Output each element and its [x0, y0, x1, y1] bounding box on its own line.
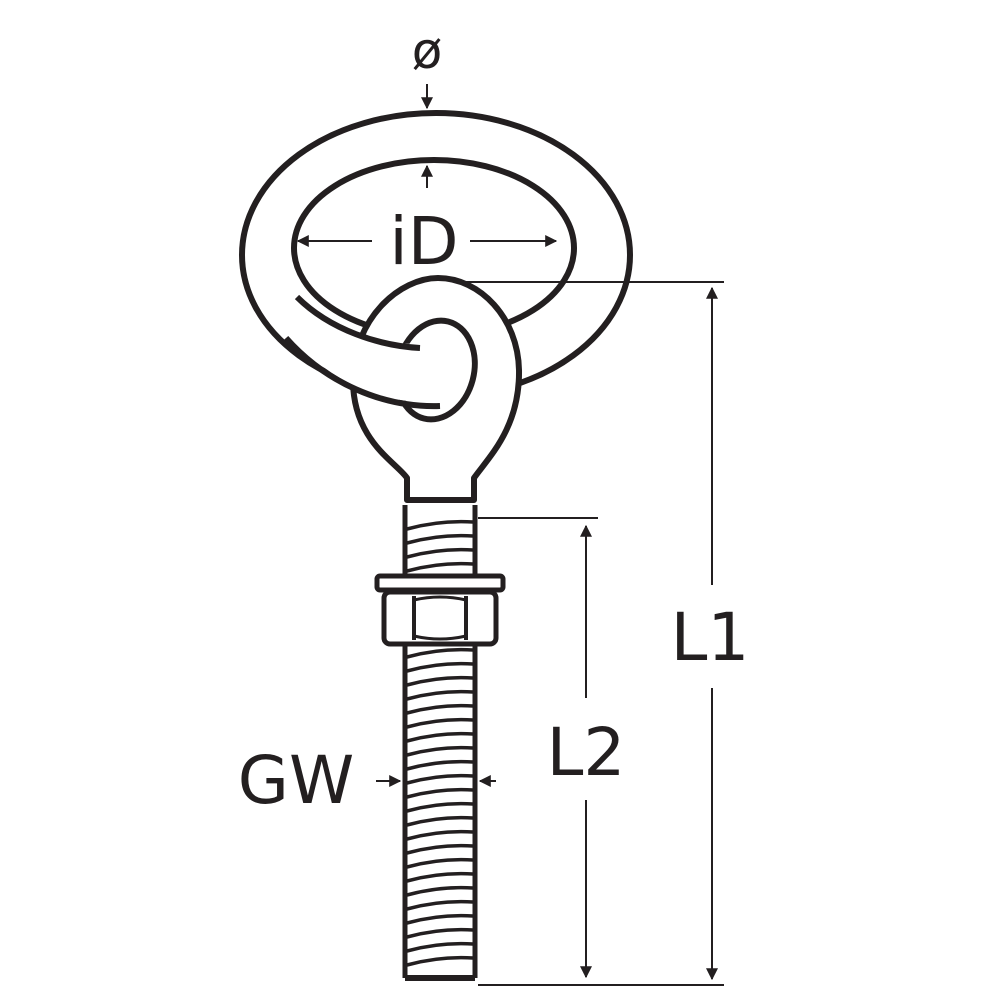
thread-line	[406, 533, 474, 545]
thread-line	[406, 689, 474, 701]
thread-line	[406, 745, 474, 757]
l1-label: L1	[671, 599, 750, 676]
thread-line	[406, 843, 474, 855]
thread-line	[406, 519, 474, 531]
thread-line	[406, 941, 474, 953]
thread-line	[406, 717, 474, 729]
gw-label: GW	[238, 742, 354, 819]
thread-line	[406, 759, 474, 771]
l2-dimension: L2	[478, 517, 626, 979]
l2-label: L2	[547, 714, 626, 791]
thread-line	[406, 787, 474, 799]
thread-line	[406, 647, 474, 659]
washer	[374, 573, 506, 593]
thread-line	[406, 675, 474, 687]
thread-line	[406, 547, 474, 559]
thread-line	[406, 955, 474, 967]
thread-line	[406, 801, 474, 813]
inner-diameter-label: iD	[389, 203, 458, 280]
thread-line	[406, 829, 474, 841]
thread-line	[406, 899, 474, 911]
thread-line	[406, 703, 474, 715]
thread-line	[406, 927, 474, 939]
inner-diameter-dimension: iD	[296, 203, 558, 280]
bolt-shank	[402, 500, 478, 981]
thread-line	[406, 773, 474, 785]
gw-dimension: GW	[238, 742, 496, 819]
thread-line	[406, 857, 474, 869]
thread-line	[406, 661, 474, 673]
thread-lines	[406, 519, 474, 967]
diameter-label: ø	[412, 22, 443, 80]
hex-nut	[381, 589, 499, 647]
thread-line	[406, 913, 474, 925]
l1-dimension: L1	[460, 281, 750, 986]
bolt-eye	[349, 275, 523, 503]
ring-front-segment	[283, 294, 441, 410]
thread-line	[406, 561, 474, 573]
thread-line	[406, 885, 474, 897]
thread-line	[406, 731, 474, 743]
thread-line	[406, 871, 474, 883]
thread-line	[406, 815, 474, 827]
diameter-dimension: ø	[412, 22, 443, 188]
